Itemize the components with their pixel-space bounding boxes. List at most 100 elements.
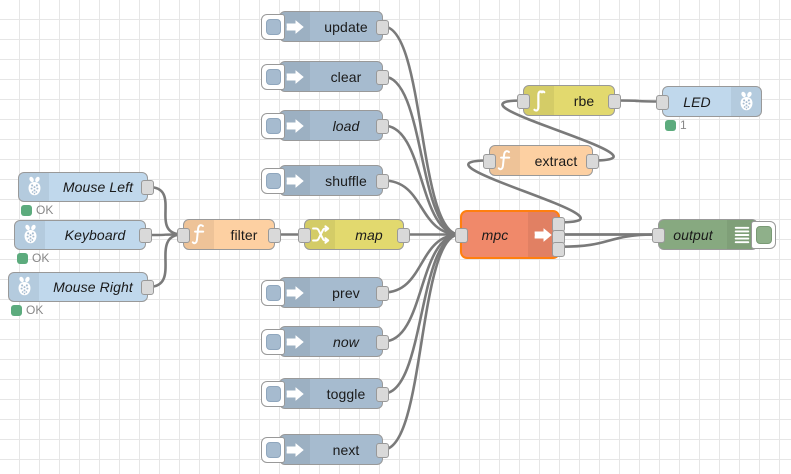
node-label-extract: extract — [534, 152, 578, 169]
status-dot — [17, 252, 28, 264]
status-text: OK — [32, 251, 50, 265]
wire — [559, 233, 659, 249]
output-port-now-0[interactable] — [376, 334, 389, 350]
node-label-keyboard: Keyboard — [64, 227, 126, 243]
node-label-mouse-left: Mouse Left — [62, 179, 134, 195]
input-port-output[interactable] — [652, 227, 665, 243]
status-dot — [21, 204, 32, 216]
status-text: OK — [26, 303, 44, 317]
wire — [382, 233, 461, 451]
output-port-keyboard-0[interactable] — [139, 228, 152, 243]
inject-button-prev[interactable] — [261, 279, 285, 306]
inject-arrow-icon — [280, 327, 310, 356]
node-shuffle[interactable]: shuffle — [261, 165, 389, 196]
node-now[interactable]: now — [261, 326, 389, 357]
node-extract[interactable]: extract — [483, 145, 599, 176]
switch-arrows-icon — [305, 220, 335, 249]
inject-arrow-icon — [280, 12, 310, 41]
node-label-update: update — [324, 18, 368, 35]
node-label-now: now — [333, 333, 359, 350]
node-map[interactable]: map — [298, 219, 410, 250]
inject-button-update[interactable] — [261, 13, 285, 40]
status-badge-mouse-right: OK — [11, 303, 43, 317]
status-dot — [665, 119, 676, 131]
node-label-map: map — [355, 226, 383, 243]
output-port-load-0[interactable] — [376, 118, 389, 134]
node-clear[interactable]: clear — [261, 61, 389, 92]
wire — [382, 75, 461, 236]
node-label-prev: prev — [332, 284, 360, 301]
inject-button-toggle[interactable] — [261, 380, 285, 407]
inject-button-load[interactable] — [261, 112, 285, 139]
output-port-extract-0[interactable] — [586, 153, 599, 169]
node-label-mouse-right: Mouse Right — [53, 279, 133, 295]
output-port-next-0[interactable] — [376, 442, 389, 458]
status-badge-led: 1 — [665, 118, 687, 132]
raspberry-pi-icon — [9, 273, 39, 301]
input-port-rbe[interactable] — [517, 93, 530, 109]
node-label-load: load — [332, 117, 360, 134]
node-filter[interactable]: filter — [177, 219, 281, 250]
inject-button-knob — [265, 172, 281, 189]
inject-button-next[interactable] — [261, 436, 285, 463]
debug-toggle-button-output[interactable] — [751, 220, 776, 249]
output-port-mpc-2[interactable] — [552, 241, 565, 257]
inject-button-knob — [265, 441, 281, 458]
output-port-clear-0[interactable] — [376, 69, 389, 85]
input-port-map[interactable] — [298, 227, 311, 243]
function-f-icon — [490, 146, 520, 175]
output-port-shuffle-0[interactable] — [376, 173, 389, 189]
raspberry-pi-icon — [15, 221, 45, 249]
inject-button-knob — [265, 284, 281, 301]
inject-button-knob — [265, 18, 281, 35]
debug-toggle-knob — [755, 225, 772, 244]
node-label-output: output — [673, 226, 713, 243]
node-label-shuffle: shuffle — [325, 172, 367, 189]
wire — [147, 185, 184, 236]
input-port-led[interactable] — [656, 94, 669, 110]
output-port-update-0[interactable] — [376, 19, 389, 35]
output-port-prev-0[interactable] — [376, 285, 389, 301]
input-port-filter[interactable] — [177, 227, 190, 243]
inject-arrow-icon — [280, 62, 310, 91]
raspberry-pi-icon — [19, 173, 49, 201]
node-rbe[interactable]: rbe — [517, 85, 621, 116]
node-led[interactable]: LED 1 — [656, 86, 762, 132]
node-next[interactable]: next — [261, 434, 389, 465]
inject-button-shuffle[interactable] — [261, 167, 285, 194]
output-port-map-0[interactable] — [397, 227, 410, 243]
node-output[interactable]: output — [652, 219, 776, 250]
inject-arrow-icon — [280, 278, 310, 307]
status-badge-mouse-left: OK — [21, 203, 53, 217]
node-label-led: LED — [683, 93, 711, 110]
node-mpc[interactable]: mpc — [455, 210, 565, 259]
node-prev[interactable]: prev — [261, 277, 389, 308]
inject-arrow-icon — [280, 379, 310, 408]
output-port-mouse-right-0[interactable] — [141, 280, 154, 295]
wire — [614, 99, 663, 103]
node-label-toggle: toggle — [326, 385, 366, 402]
output-port-filter-0[interactable] — [268, 227, 281, 243]
status-dot — [11, 304, 22, 316]
inject-button-clear[interactable] — [261, 63, 285, 90]
output-port-mouse-left-0[interactable] — [141, 180, 154, 195]
output-port-rbe-0[interactable] — [608, 93, 621, 109]
node-label-mpc: mpc — [481, 226, 509, 243]
node-update[interactable]: update — [261, 11, 389, 42]
input-port-mpc[interactable] — [455, 227, 468, 243]
inject-button-knob — [265, 333, 281, 350]
wire — [382, 25, 461, 236]
node-toggle[interactable]: toggle — [261, 378, 389, 409]
inject-button-now[interactable] — [261, 328, 285, 355]
inject-button-knob — [265, 385, 281, 402]
node-load[interactable]: load — [261, 110, 389, 141]
output-port-toggle-0[interactable] — [376, 386, 389, 402]
node-label-filter: filter — [230, 226, 258, 243]
wire — [382, 233, 461, 395]
node-label-next: next — [332, 441, 360, 458]
input-port-extract[interactable] — [483, 153, 496, 169]
